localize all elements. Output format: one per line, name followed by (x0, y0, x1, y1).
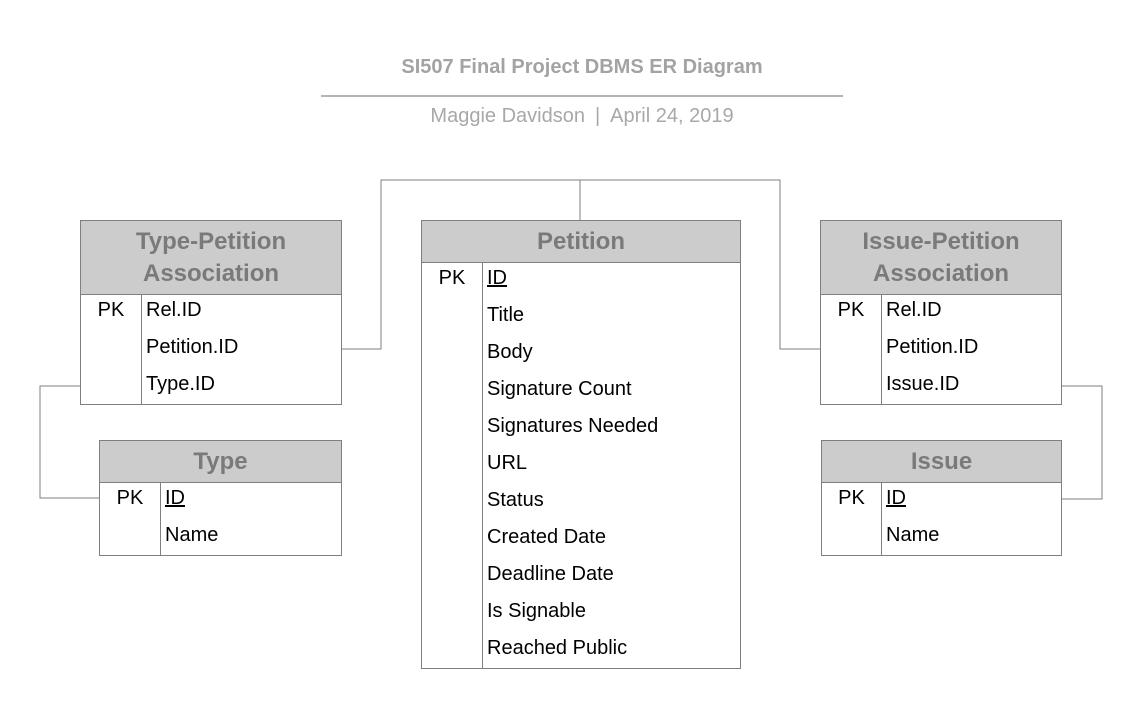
entity-body: PK ID Title Body Signature Count Signatu… (422, 263, 740, 669)
diagram-date: April 24, 2019 (610, 105, 734, 127)
attribute-name: Title (487, 304, 525, 326)
connector-issue-petition-to-petition (580, 179, 820, 350)
title-underline (321, 95, 843, 97)
entity-title-line1: Issue-Petition (862, 227, 1020, 255)
entity-type-petition-association[interactable]: Type-Petition Association PK Rel.ID Peti… (80, 220, 342, 405)
subtitle-separator: | (594, 105, 601, 127)
attribute-name: Is Signable (487, 600, 586, 622)
attribute-name: Reached Public (487, 637, 628, 659)
attribute-name: Rel.ID (146, 299, 202, 321)
attribute-name: Name (165, 524, 219, 546)
attribute-row: Deadline Date (422, 559, 740, 596)
entity-body: PK Rel.ID Petition.ID Issue.ID (821, 295, 1061, 405)
entity-title: Petition (537, 227, 625, 255)
key-label: PK (837, 299, 865, 321)
attribute-row: PK Rel.ID (821, 295, 1061, 332)
entity-title: Type (193, 447, 248, 475)
attribute-name: Body (487, 341, 533, 363)
entity-title-line2: Association (872, 259, 1010, 287)
attribute-row: Type.ID (81, 369, 341, 406)
diagram-subtitle: Maggie Davidson | April 24, 2019 (321, 105, 843, 128)
attribute-name: URL (487, 452, 528, 474)
attribute-row: URL (422, 448, 740, 485)
key-column-divider (881, 295, 882, 405)
attribute-row: Petition.ID (821, 332, 1061, 369)
attribute-row: PK Rel.ID (81, 295, 341, 332)
entity-body: PK ID Name (822, 483, 1061, 556)
attribute-row: Petition.ID (81, 332, 341, 369)
entity-header: Type-Petition Association (81, 221, 341, 295)
connector-type-petition-to-type (39, 385, 100, 499)
attribute-row: Reached Public (422, 633, 740, 670)
attribute-name: Petition.ID (146, 336, 239, 358)
entity-header: Issue (822, 441, 1061, 483)
entity-title: Issue (910, 447, 973, 475)
diagram-title: SI507 Final Project DBMS ER Diagram (401, 56, 763, 78)
attribute-name: Signature Count (487, 378, 632, 400)
attribute-row: Issue.ID (821, 369, 1061, 406)
attribute-row: Title (422, 300, 740, 337)
key-label: PK (97, 299, 125, 321)
key-column-divider (881, 483, 882, 556)
key-label: PK (116, 487, 144, 509)
attribute-name: Name (886, 524, 940, 546)
attribute-row: Signature Count (422, 374, 740, 411)
attribute-row: PK ID (822, 483, 1061, 520)
attribute-row: PK ID (422, 263, 740, 300)
author-name: Maggie Davidson (430, 105, 585, 127)
attribute-row: Status (422, 485, 740, 522)
attribute-name: Petition.ID (886, 336, 979, 358)
attribute-row: PK ID (100, 483, 341, 520)
attribute-name: Issue.ID (886, 373, 960, 395)
entity-type[interactable]: Type PK ID Name (99, 440, 342, 556)
connector-issue-petition-to-issue (1062, 385, 1103, 500)
attribute-name: Rel.ID (886, 299, 942, 321)
attribute-row: Created Date (422, 522, 740, 559)
entity-issue-petition-association[interactable]: Issue-Petition Association PK Rel.ID Pet… (820, 220, 1062, 405)
connector-type-petition-to-petition (342, 179, 581, 350)
primary-key-attribute: ID (487, 267, 507, 289)
entity-header: Type (100, 441, 341, 483)
key-label: PK (438, 267, 466, 289)
entity-petition[interactable]: Petition PK ID Title Body Signature Coun… (421, 220, 741, 669)
entity-title-line1: Type-Petition (135, 227, 287, 255)
attribute-row: Signatures Needed (422, 411, 740, 448)
entity-header: Issue-Petition Association (821, 221, 1061, 295)
entity-issue[interactable]: Issue PK ID Name (821, 440, 1062, 556)
attribute-name: Type.ID (146, 373, 215, 395)
attribute-row: Body (422, 337, 740, 374)
entity-body: PK ID Name (100, 483, 341, 556)
primary-key-attribute: ID (165, 487, 185, 509)
attribute-name: Created Date (487, 526, 606, 548)
key-column-divider (141, 295, 142, 405)
primary-key-attribute: ID (886, 487, 906, 509)
entity-header: Petition (422, 221, 740, 263)
attribute-name: Deadline Date (487, 563, 614, 585)
attribute-row: Name (822, 520, 1061, 557)
attribute-name: Status (487, 489, 544, 511)
entity-body: PK Rel.ID Petition.ID Type.ID (81, 295, 341, 405)
attribute-row: Is Signable (422, 596, 740, 633)
key-column-divider (160, 483, 161, 556)
attribute-name: Signatures Needed (487, 415, 659, 437)
key-label: PK (838, 487, 865, 509)
entity-title-line2: Association (142, 259, 280, 287)
key-column-divider (482, 263, 483, 669)
attribute-row: Name (100, 520, 341, 557)
